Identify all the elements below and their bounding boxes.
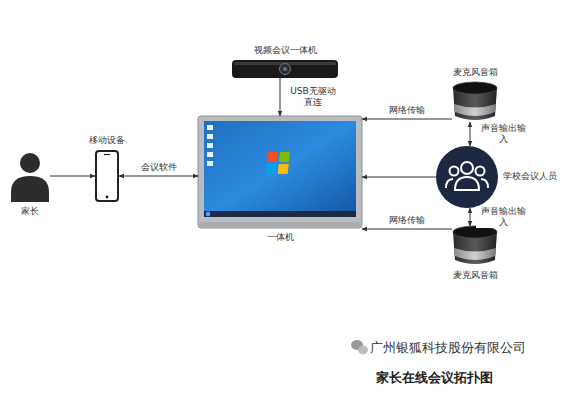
speaker-node: 麦克风音箱 <box>452 226 498 266</box>
node-label-stack: 家长 <box>21 206 39 217</box>
connector-arrow <box>119 176 198 177</box>
node-label: 麦克风音箱 <box>453 67 498 78</box>
node-label: 一体机 <box>267 232 294 243</box>
video-bar-node: 视频会议一体机 <box>232 60 338 78</box>
screen-icon <box>198 116 362 228</box>
node-label: 视频会议一体机 <box>254 45 317 56</box>
speaker-icon <box>453 226 497 264</box>
node-label-stack: 一体机 <box>267 232 294 243</box>
connector-arrow <box>362 177 436 178</box>
connector-arrow <box>362 119 452 120</box>
connector-label: 网络传输 <box>388 105 426 116</box>
speaker-icon <box>453 82 497 120</box>
phone-icon <box>96 151 118 201</box>
node-label-stack: 麦克风音箱 <box>453 270 498 281</box>
parent-figure-node: 家长 <box>10 150 50 202</box>
node-label: 家长 <box>21 206 39 217</box>
node-label-stack: 麦克风音箱 <box>453 67 498 78</box>
connector-label: USB无驱动 直连 <box>286 86 340 108</box>
connector-label: 会议软件 <box>140 162 178 173</box>
connector-arrow <box>362 229 452 230</box>
connector-arrow <box>470 122 471 146</box>
connector-label: 声音输出输入 <box>476 123 530 145</box>
connector-arrow <box>470 208 471 226</box>
person-icon <box>11 153 49 202</box>
all-in-one-screen-node: 一体机 <box>198 116 362 228</box>
connector-arrow <box>280 78 281 116</box>
node-label: 移动设备 <box>89 135 125 146</box>
people-icon <box>436 146 498 208</box>
video-bar-icon <box>232 60 338 78</box>
connector-arrow <box>50 176 95 177</box>
watermark-text: 广州银狐科技股份有限公司 <box>370 339 526 357</box>
node-label-stack: 视频会议一体机 <box>254 45 317 56</box>
mobile-device-node: 移动设备 <box>95 150 119 202</box>
wechat-icon <box>351 340 368 354</box>
node-label: 麦克风音箱 <box>453 270 498 281</box>
node-label-stack: 学校会议人员 <box>503 171 557 182</box>
connector-label: 声音输出输入 <box>476 206 530 228</box>
node-label: 学校会议人员 <box>503 171 557 182</box>
node-label-stack: 移动设备 <box>89 135 125 146</box>
people-circle-node: 学校会议人员 <box>436 146 498 208</box>
speaker-node: 麦克风音箱 <box>452 82 498 122</box>
connector-label: 网络传输 <box>388 215 426 226</box>
diagram-caption: 家长在线会议拓扑图 <box>376 369 493 387</box>
